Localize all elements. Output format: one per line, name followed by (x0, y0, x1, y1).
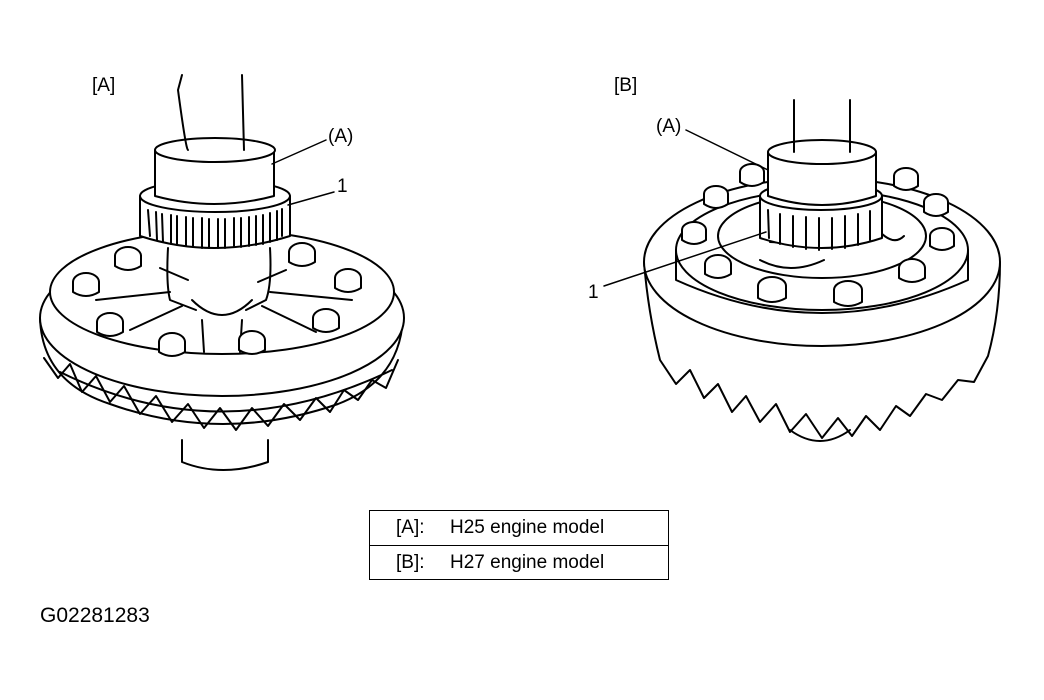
legend-key: [B]: (396, 551, 425, 573)
differential-a-drawing (39, 74, 405, 471)
panel-a-part-callout: 1 (337, 176, 348, 197)
panel-b-part-callout: 1 (588, 282, 599, 303)
legend-text: H27 engine model (450, 551, 605, 573)
panel-b-tag: [B] (614, 75, 638, 96)
legend-row: [B]: H27 engine model (370, 545, 668, 579)
legend-table: [A]: H25 engine model [B]: H27 engine mo… (369, 510, 669, 580)
panel-a-tool-callout: (A) (328, 126, 354, 147)
legend-text: H25 engine model (450, 517, 605, 538)
differential-b-drawing (603, 99, 1001, 442)
figure-id: G02281283 (40, 604, 150, 627)
panel-a-tag: [A] (92, 75, 116, 96)
legend-key: [A]: (396, 517, 425, 538)
legend-row: [A]: H25 engine model (370, 511, 668, 545)
panel-b-tool-callout: (A) (656, 116, 682, 137)
